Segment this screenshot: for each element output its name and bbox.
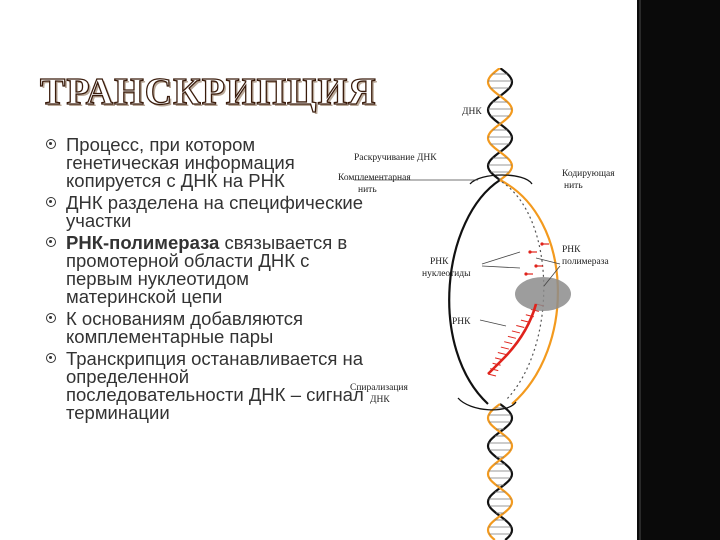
bullet-text: связывается в промотерной области ДНК с … — [66, 232, 348, 307]
bullet-item: К основаниям добавляются комплементарные… — [44, 308, 364, 347]
coding-strand — [486, 403, 514, 540]
rna-base — [520, 319, 530, 323]
label-dna: ДНК — [462, 107, 482, 117]
label-coding-strand: нить — [564, 181, 583, 191]
pointer-line — [481, 251, 521, 265]
bullet-list: Процесс, при котором генетическая информ… — [44, 134, 364, 426]
free-nucleotide — [534, 264, 538, 268]
pointer-line — [479, 319, 507, 327]
label-rna-nucleotides: РНК — [430, 257, 449, 267]
label-rna-polymerase: полимераза — [562, 257, 609, 267]
label-rna: РНК — [452, 317, 471, 327]
bullet-icon — [46, 139, 56, 149]
slide: ТРАНСКРИПЦИЯ Процесс, при котором генети… — [0, 0, 637, 540]
rna-base — [511, 330, 521, 334]
label-spiralization: ДНК — [370, 395, 390, 405]
template-strand — [486, 403, 514, 540]
template-bases — [501, 181, 545, 401]
bullet-text: Транскрипция останавливается на определе… — [66, 348, 364, 423]
rna-base — [507, 335, 517, 339]
bullet-bold-term: РНК-полимераза — [66, 232, 220, 253]
slide-title: ТРАНСКРИПЦИЯ — [39, 70, 377, 113]
bullet-icon — [46, 353, 56, 363]
label-rna-polymerase: РНК — [562, 245, 581, 255]
free-nucleotide — [528, 250, 532, 254]
template-strand — [448, 179, 501, 405]
unwinding-arrow-icon — [469, 174, 533, 185]
label-complementary-strand: Комплементарная — [338, 173, 411, 183]
dark-sidebar — [637, 0, 720, 540]
rna-base — [504, 341, 513, 345]
bullet-text: ДНК разделена на специфические участки — [66, 192, 364, 231]
bullet-item: Транскрипция останавливается на определе… — [44, 348, 364, 423]
label-coding-strand: Кодирующая — [562, 169, 615, 179]
bullet-icon — [46, 313, 56, 323]
rna-base — [500, 346, 509, 350]
label-complementary-strand: нить — [358, 185, 377, 195]
coding-strand — [486, 68, 514, 181]
nucleotide-rungs — [487, 73, 545, 535]
bullet-item: ДНК разделена на специфические участки — [44, 192, 364, 231]
bullet-item: РНК-полимераза связывается в промотерной… — [44, 232, 364, 307]
bullet-icon — [46, 197, 56, 207]
sidebar-divider — [639, 0, 641, 540]
bullet-item: Процесс, при котором генетическая информ… — [44, 134, 364, 191]
transcription-diagram: ДНК Раскручивание ДНК Комплементарная ни… — [338, 68, 615, 540]
label-spiralization: Спирализация — [350, 383, 409, 393]
free-nucleotide — [540, 242, 544, 246]
free-nucleotide — [524, 272, 528, 276]
spiralization-arrow-icon — [457, 397, 517, 411]
pointer-line — [543, 265, 561, 287]
label-unwinding: Раскручивание ДНК — [354, 153, 437, 163]
rna-polymerase-blob — [515, 277, 571, 311]
bullet-icon — [46, 237, 56, 247]
free-nucleotides — [524, 242, 549, 276]
pointer-line — [481, 265, 521, 269]
rna-strand — [487, 303, 538, 375]
pointer-line — [535, 257, 561, 265]
rna-base — [516, 325, 525, 329]
bullet-text: К основаниям добавляются комплементарные… — [66, 308, 304, 347]
label-rna-nucleotides: нуклеотиды — [422, 269, 471, 279]
bullet-text: Процесс, при котором генетическая информ… — [66, 134, 295, 191]
rna-base — [497, 351, 506, 355]
